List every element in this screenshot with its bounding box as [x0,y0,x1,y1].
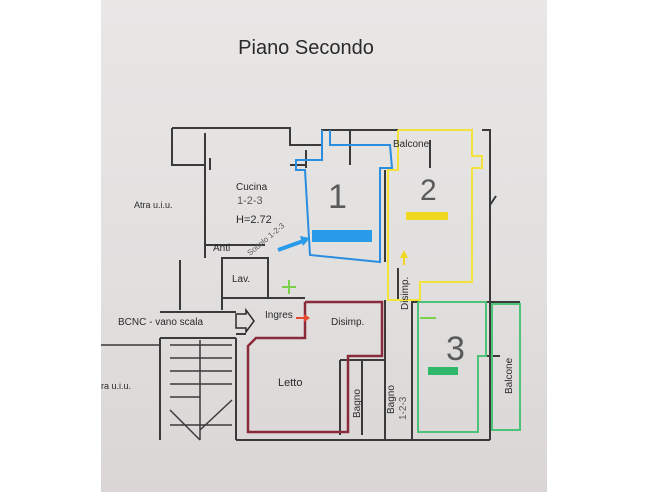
label-bagno-ref: 1-2-3 [398,396,409,420]
zone-number-1: 1 [328,178,347,216]
left-neighbour-block [101,344,161,440]
wall-top-left [172,127,398,146]
zone-1-marker [312,230,372,242]
wall-tick-right [489,195,497,206]
label-disimp-vertical: Disimp. [400,277,411,310]
zone-2-outline [387,129,483,301]
arrow-yellow-head [400,250,408,258]
zone-3-balcone [491,303,521,431]
label-balcone-top: Balcone [393,139,430,150]
letto-outline [246,300,384,434]
zone-1-outline [295,130,394,264]
label-lav: Lav. [232,274,250,285]
label-atra-lower: ra u.i.u. [101,381,131,391]
entrance-arrow-icon [235,307,255,335]
arrow-red-head [304,314,310,322]
zone-number-2: 2 [420,174,437,207]
label-disimp: Disimp. [331,317,364,328]
wall-left-notch [171,128,206,166]
label-cucina: Cucina [236,182,268,193]
label-bcnc: BCNC - vano scala [118,317,203,328]
label-atra-upper: Atra u.i.u. [134,200,173,210]
label-ingres: Ingres [265,310,293,321]
label-balcone-right: Balcone [504,357,515,394]
plan-title: Piano Secondo [238,37,374,59]
walls [159,127,520,441]
label-anti: Anti [213,243,230,254]
label-bagno-small: Bagno [352,389,363,418]
label-cucina-ref: 1-2-3 [237,195,263,207]
zone-3-marker [428,367,458,375]
label-cucina-height: H=2.72 [236,214,272,226]
arrow-blue-head [300,236,310,246]
zone-2-marker [406,212,448,220]
label-diagonal-note: Sottolo 1-2-3 [246,221,287,258]
arrow-blue [277,238,307,252]
label-letto: Letto [278,377,302,389]
zone-3-outline [417,301,487,433]
zone-number-3: 3 [446,330,465,368]
staircase [169,340,233,441]
label-bagno: Bagno [386,385,397,414]
wall-top-right [482,129,491,170]
